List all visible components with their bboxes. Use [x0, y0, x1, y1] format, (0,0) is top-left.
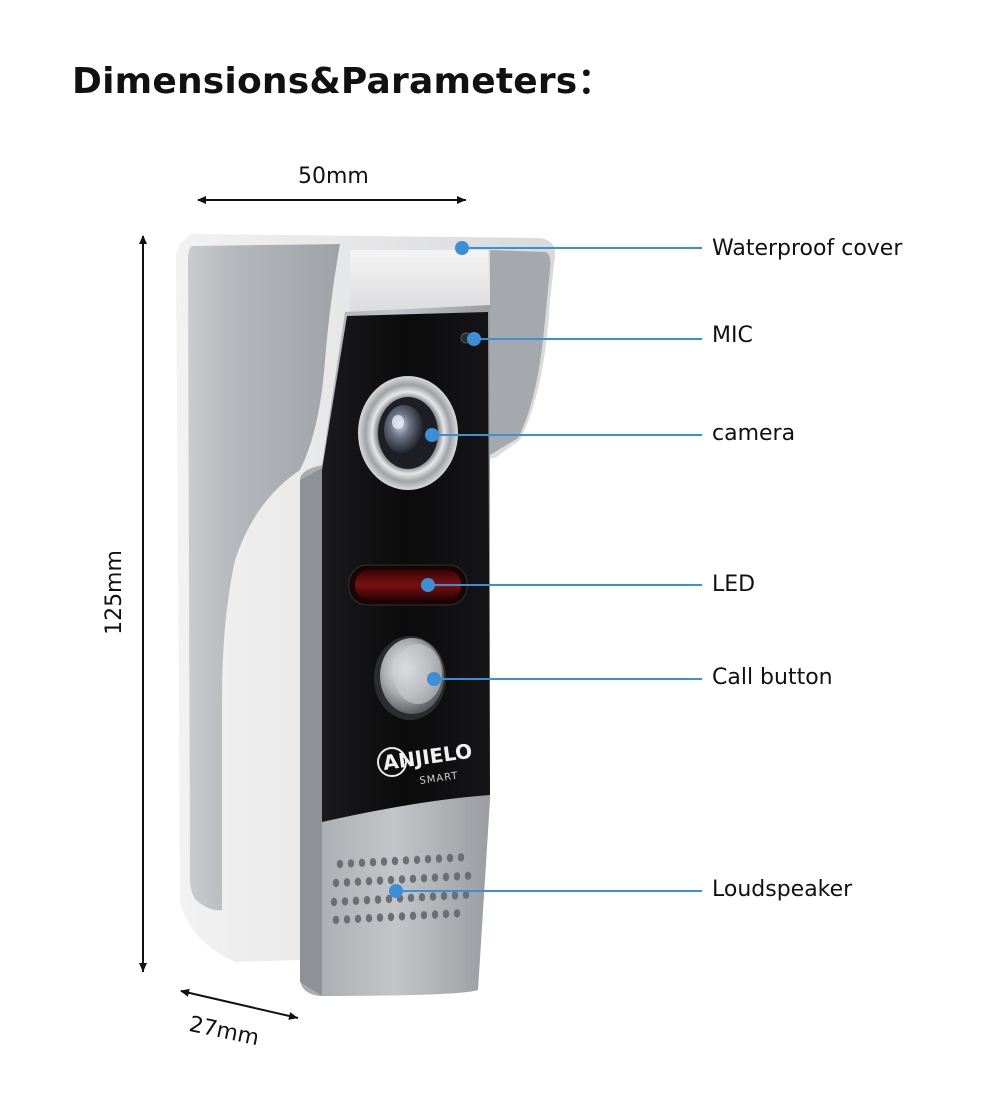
speaker-hole — [363, 896, 371, 905]
speaker-hole — [418, 893, 426, 902]
speaker-hole — [369, 858, 377, 867]
led-bar — [348, 564, 468, 606]
speaker-hole — [413, 855, 421, 864]
speaker-hole — [442, 909, 450, 919]
speaker-hole — [398, 875, 406, 884]
callout-dot-call — [427, 672, 441, 686]
speaker-hole — [391, 856, 399, 866]
call-button — [374, 636, 446, 720]
speaker-hole — [354, 914, 362, 923]
speaker-hole — [409, 911, 417, 920]
speaker-hole — [464, 871, 472, 880]
speaker-hole — [407, 893, 415, 902]
speaker-hole — [376, 876, 384, 885]
speaker-hole — [420, 911, 428, 920]
depth-dimension-arrow — [180, 988, 299, 1020]
speaker-hole — [462, 890, 470, 899]
speaker-hole — [358, 858, 366, 867]
speaker-hole — [429, 892, 437, 901]
camera-lens — [358, 376, 458, 490]
speaker-hole — [457, 853, 465, 862]
callout-lines — [389, 241, 702, 898]
callout-dot-mic — [467, 332, 481, 346]
label-mic: MIC — [712, 323, 753, 348]
speaker-hole — [424, 855, 432, 864]
label-camera: camera — [712, 421, 796, 446]
speaker-hole — [431, 910, 439, 919]
width-dimension-label: 50mm — [298, 164, 369, 189]
speaker-hole — [451, 891, 459, 900]
speaker-hole — [453, 909, 461, 918]
speaker-grille — [330, 853, 472, 925]
label-call-button: Call button — [712, 665, 833, 690]
speaker-hole — [332, 915, 340, 925]
height-dimension-label: 125mm — [101, 550, 127, 635]
label-led: LED — [712, 572, 756, 597]
callout-dot-cover — [455, 241, 469, 255]
speaker-hole — [446, 853, 454, 863]
speaker-hole — [347, 859, 355, 868]
speaker-hole — [435, 854, 443, 863]
callout-dot-led — [421, 578, 435, 592]
speaker-hole — [387, 912, 395, 922]
speaker-hole — [380, 857, 388, 866]
label-loudspeaker: Loudspeaker — [712, 877, 853, 902]
label-waterproof-cover: Waterproof cover — [712, 236, 903, 261]
speaker-hole — [341, 897, 349, 906]
speaker-hole — [330, 897, 338, 907]
speaker-hole — [343, 878, 351, 887]
speaker-hole — [365, 877, 373, 886]
speaker-hole — [385, 894, 393, 904]
speaker-hole — [402, 856, 410, 865]
speaker-hole — [374, 895, 382, 904]
speaker-hole — [453, 872, 461, 881]
speaker-hole — [442, 872, 450, 882]
speaker-hole — [420, 874, 428, 883]
page-title: Dimensions&Parameters： — [72, 61, 614, 102]
speaker-hole — [352, 896, 360, 905]
speaker-hole — [409, 874, 417, 883]
speaker-hole — [376, 913, 384, 922]
speaker-hole — [336, 859, 344, 869]
speaker-hole — [440, 891, 448, 901]
speaker-hole — [387, 875, 395, 885]
speaker-hole — [343, 915, 351, 924]
brand-sub: SMART — [419, 771, 459, 787]
speaker-hole — [365, 914, 373, 923]
callout-dot-camera — [425, 428, 439, 442]
speaker-hole — [431, 873, 439, 882]
speaker-hole — [398, 912, 406, 921]
speaker-hole — [354, 877, 362, 886]
speaker-hole — [332, 878, 340, 888]
callout-dot-speaker — [389, 884, 403, 898]
